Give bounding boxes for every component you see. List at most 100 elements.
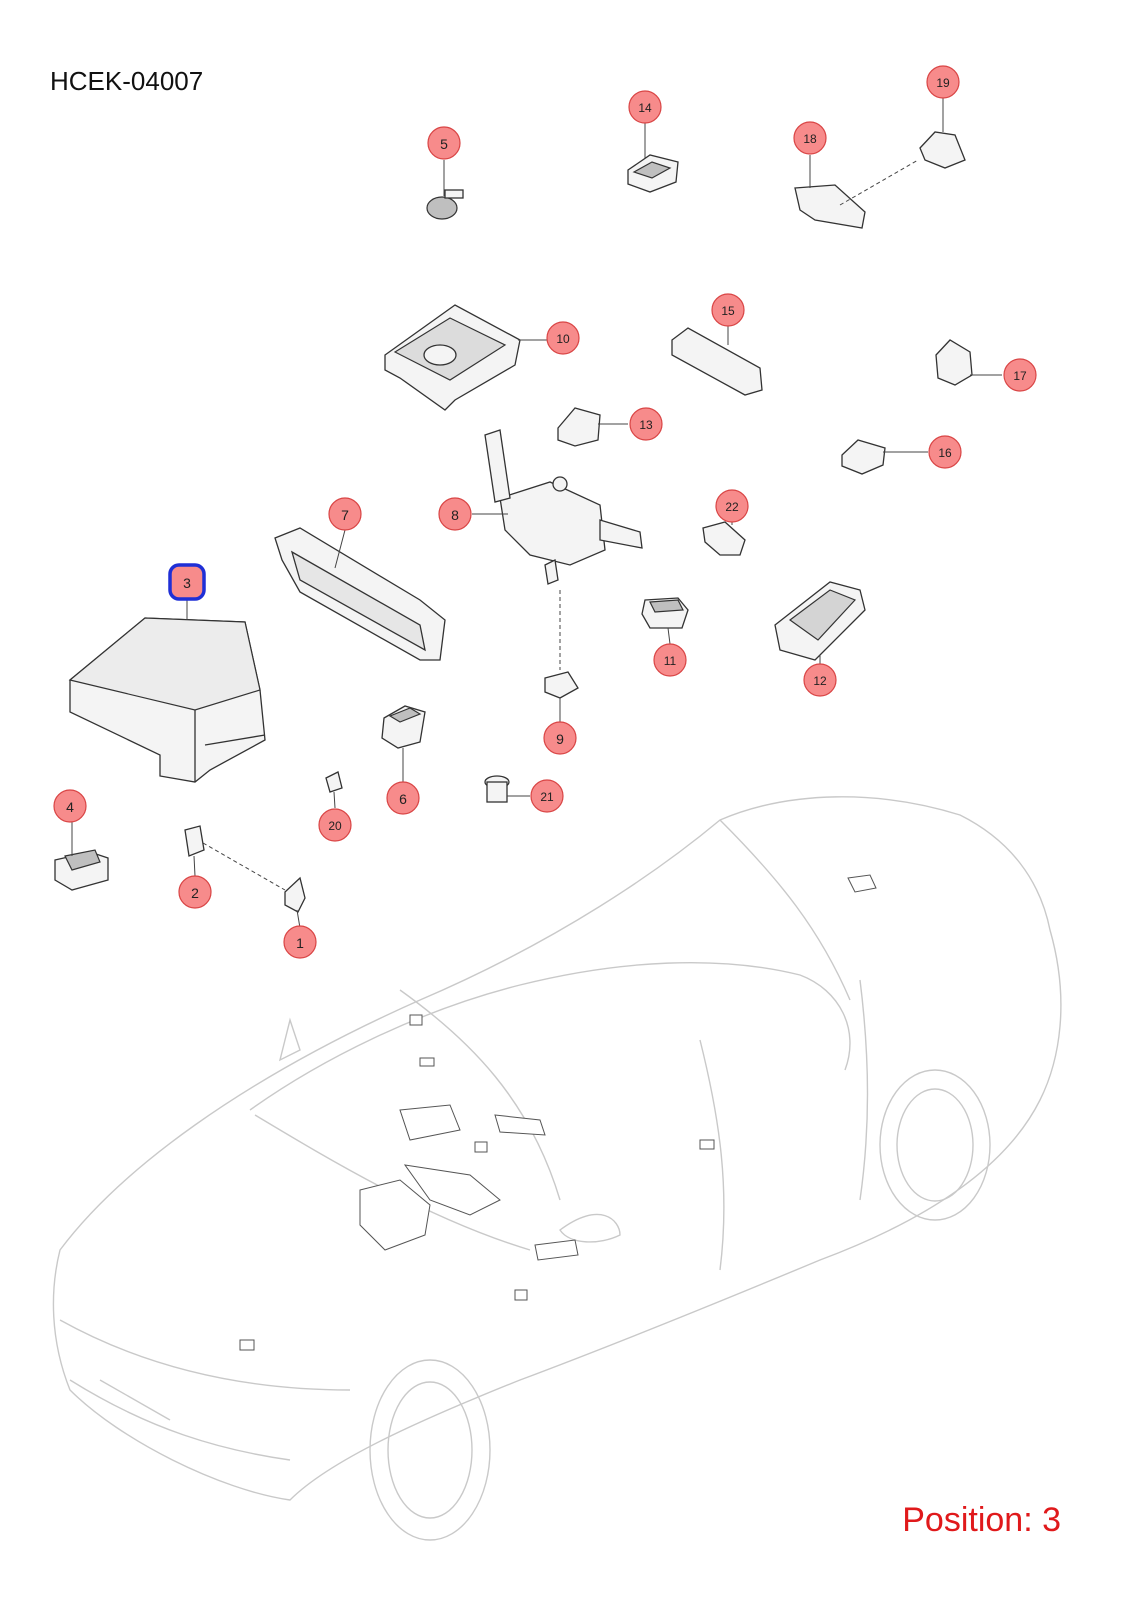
callout-label: 8	[451, 507, 459, 523]
part-12-window-switch-panel	[774, 581, 866, 664]
part-16-switch	[841, 439, 928, 475]
car-part-marker	[699, 1139, 715, 1150]
callout-label: 18	[803, 132, 817, 146]
callout-10[interactable]: 10	[546, 321, 580, 355]
callout-16[interactable]: 16	[928, 435, 962, 469]
callout-5[interactable]: 5	[427, 126, 461, 160]
part-22-switch	[702, 521, 746, 556]
part-17-sensor-bracket	[935, 339, 1002, 386]
car-part-marker	[359, 1179, 431, 1251]
callout-marker	[53, 789, 87, 823]
part-10-console-panel	[384, 304, 548, 411]
part-15-switch-bar	[671, 326, 763, 396]
callout-marker	[653, 643, 687, 677]
callout-marker	[926, 65, 960, 99]
car-part-marker	[403, 1164, 501, 1216]
callout-3[interactable]: 3	[168, 563, 206, 601]
callout-label: 2	[191, 885, 199, 901]
callout-label: 11	[664, 654, 677, 668]
position-label: Position: 3	[902, 1501, 1061, 1539]
part-7-cluster-frame	[274, 527, 446, 661]
callout-11[interactable]: 11	[653, 643, 687, 677]
callout-marker	[178, 875, 212, 909]
callout-18[interactable]: 18	[793, 121, 827, 155]
callout-label: 4	[66, 799, 74, 815]
callout-marker	[1003, 358, 1037, 392]
callout-15[interactable]: 15	[711, 293, 745, 327]
callout-marker	[543, 721, 577, 755]
callout-marker	[928, 435, 962, 469]
car-part-marker	[847, 874, 877, 893]
part-4-connector-block	[54, 822, 109, 891]
part-20-clip	[325, 771, 343, 809]
part-9-small-switch	[544, 671, 579, 722]
part-11-switch-block	[641, 597, 689, 645]
callout-label: 19	[936, 76, 950, 90]
callout-1[interactable]: 1	[283, 925, 317, 959]
car-part-marker	[409, 1014, 423, 1026]
callout-marker	[546, 321, 580, 355]
callout-label: 12	[813, 674, 827, 688]
callout-7[interactable]: 7	[328, 497, 362, 531]
callout-marker	[386, 781, 420, 815]
callout-marker	[328, 497, 362, 531]
callout-marker	[628, 90, 662, 124]
callout-label: 5	[440, 136, 448, 152]
callout-12[interactable]: 12	[803, 663, 837, 697]
callout-marker	[715, 489, 749, 523]
callout-19[interactable]: 19	[926, 65, 960, 99]
callout-label: 20	[328, 819, 342, 833]
callout-marker	[629, 407, 663, 441]
callout-label: 1	[296, 935, 304, 951]
car-part-marker	[239, 1339, 255, 1351]
selected-callout-marker	[168, 563, 206, 601]
callout-label: 22	[725, 500, 739, 514]
callout-21[interactable]: 21	[530, 779, 564, 813]
part-18-trim-bracket	[794, 155, 919, 229]
callout-marker	[283, 925, 317, 959]
car-part-marker	[514, 1289, 528, 1301]
callout-14[interactable]: 14	[628, 90, 662, 124]
callout-label: 9	[556, 731, 564, 747]
callout-label: 15	[721, 304, 735, 318]
car-part-marker	[399, 1104, 461, 1141]
callout-marker	[427, 126, 461, 160]
callout-label: 21	[540, 790, 554, 804]
callout-2[interactable]: 2	[178, 875, 212, 909]
callout-17[interactable]: 17	[1003, 358, 1037, 392]
callout-8[interactable]: 8	[438, 497, 472, 531]
callout-label: 10	[556, 332, 570, 346]
part-21-socket	[484, 775, 530, 803]
diagram-title: HCEK-04007	[50, 66, 204, 96]
callout-label: 17	[1013, 369, 1027, 383]
callout-13[interactable]: 13	[629, 407, 663, 441]
car-part-marker	[494, 1114, 546, 1136]
callout-label: 16	[938, 446, 952, 460]
callout-22[interactable]: 22	[715, 489, 749, 523]
callout-label: 6	[399, 791, 407, 807]
callout-marker	[530, 779, 564, 813]
part-19-sensor	[919, 98, 966, 169]
part-1-bracket	[202, 842, 306, 929]
callout-4[interactable]: 4	[53, 789, 87, 823]
callout-9[interactable]: 9	[543, 721, 577, 755]
part-13-switch	[557, 407, 628, 447]
callout-marker	[803, 663, 837, 697]
part-8-combination-switch	[472, 429, 643, 670]
car-part-marker	[419, 1057, 435, 1067]
part-14-button-module	[627, 123, 679, 193]
callout-6[interactable]: 6	[386, 781, 420, 815]
callout-label: 14	[638, 101, 652, 115]
callout-marker	[438, 497, 472, 531]
callout-marker	[793, 121, 827, 155]
callout-label: 3	[183, 575, 191, 591]
part-5-sensor	[426, 160, 464, 220]
car-part-marker	[474, 1141, 488, 1153]
callout-label: 7	[341, 507, 349, 523]
callout-20[interactable]: 20	[318, 808, 352, 842]
car-illustration	[52, 796, 1062, 1541]
part-3-module-box	[68, 600, 266, 783]
